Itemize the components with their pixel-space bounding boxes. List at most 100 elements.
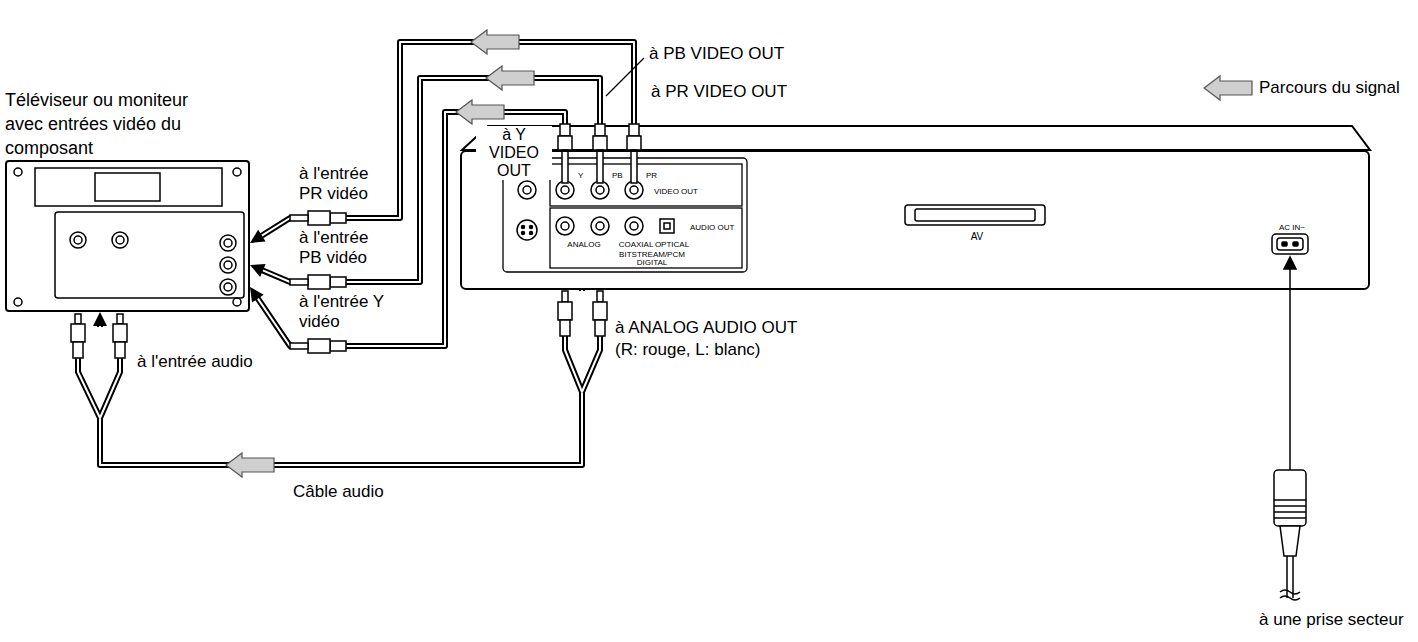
optical-jack [664,223,670,229]
power-cord [1274,257,1306,600]
cable-cover [93,291,589,417]
av-connector [905,205,1045,225]
arrowhead [250,264,266,277]
rca-plug [308,339,330,353]
ac-inlet [1282,242,1287,246]
tv-panel [35,168,244,298]
panel-label: ANALOG [567,241,600,249]
rca-jack [625,217,643,235]
tv-screw [233,298,241,306]
av-connector [915,209,1035,221]
av-connector [905,205,1045,225]
rca-plug [558,136,572,150]
panel-label: PR [646,172,657,180]
rca-plug [308,211,330,225]
audio-plug [113,324,127,342]
legend-arrow [1204,76,1252,100]
rear-panel [550,208,742,268]
cable-label: Câble audio [292,482,385,502]
audio-plug [597,291,603,302]
callout-label: à l'entrée PR vidéo [298,164,392,204]
rca-jack [630,222,638,230]
audio-plug [71,291,607,358]
tv-jack [116,236,124,244]
audio-plug [558,302,572,320]
panel-label: VIDEO OUT [654,188,698,196]
callout-label: à l'entrée audio [136,352,254,372]
ac-inlet [1272,234,1308,254]
tv-jack [224,239,232,247]
panel-label: BITSTREAM/PCM [619,251,685,259]
rca-plug [290,343,308,349]
audio-cable-split [78,336,600,418]
rca-plug [597,150,603,183]
tv-frame [5,160,250,312]
audio-plug [593,302,607,320]
audio-plug [595,320,605,336]
callout-label: à une prise secteur [1258,610,1405,630]
legend-text: Parcours du signal [1258,78,1401,98]
rca-jack [591,217,609,235]
rca-plug [595,124,605,136]
s-video-jack [522,226,525,229]
ac-inlet [1277,238,1303,250]
panel-label: PB [612,172,623,180]
rca-jack [596,186,604,194]
audio-cable-split [78,336,600,418]
callout-label: à PB VIDEO OUT [648,44,785,64]
tv-jack [224,261,232,269]
power-cord [1274,517,1306,519]
arrowhead [93,312,107,326]
panel-label: Y [578,172,583,180]
tv-jack [74,236,82,244]
power-cord [1289,266,1291,470]
optical-jack [660,219,674,233]
audio-plug [560,320,570,336]
audio-plug [117,314,123,324]
rca-jack [561,222,569,230]
rca-plug [631,150,637,183]
audio-plug [562,291,568,302]
panel-label: AV [971,232,984,242]
panel-label: COAXIAL [619,241,654,249]
rca-jack [523,186,531,194]
audio-plug [75,314,81,324]
panel-label: AUDIO OUT [690,224,734,232]
rca-plug [562,150,568,183]
rca-plug [330,277,346,287]
cable-core [261,78,600,282]
tv-jack [70,232,86,248]
power-cord [1274,499,1306,501]
panel-label: OPTICAL [655,241,689,249]
rca-plug [290,215,308,221]
s-video-jack [517,220,537,240]
tv-panel [95,173,160,201]
signal-cable [250,78,600,282]
tv-jack [220,279,236,295]
tv-jack [220,235,236,251]
tv-jack [112,232,128,248]
cable-core [257,112,565,346]
s-video-jack [517,220,537,240]
power-cord [1280,596,1300,600]
power-cord [1284,257,1296,269]
power-cord [1274,505,1306,507]
tv-jack [220,257,236,273]
s-video-jack [530,232,533,235]
rca-jack [561,186,569,194]
tv-panel [55,212,244,298]
arrowhead [250,287,264,303]
tv-screw [233,168,241,176]
cable-core [100,290,582,465]
rca-plug [627,136,641,150]
signal-arrow [456,100,504,124]
callout-label: à PR VIDEO OUT [650,82,788,102]
device-heading: Téléviseur ou moniteur avec entrées vidé… [5,88,217,160]
tv-screw [14,168,22,176]
audio-cable-split [78,336,600,418]
panel-label: DIGITAL [637,259,668,267]
leader-line [606,58,644,96]
rca-jack [518,181,536,199]
rca-jack [630,186,638,194]
